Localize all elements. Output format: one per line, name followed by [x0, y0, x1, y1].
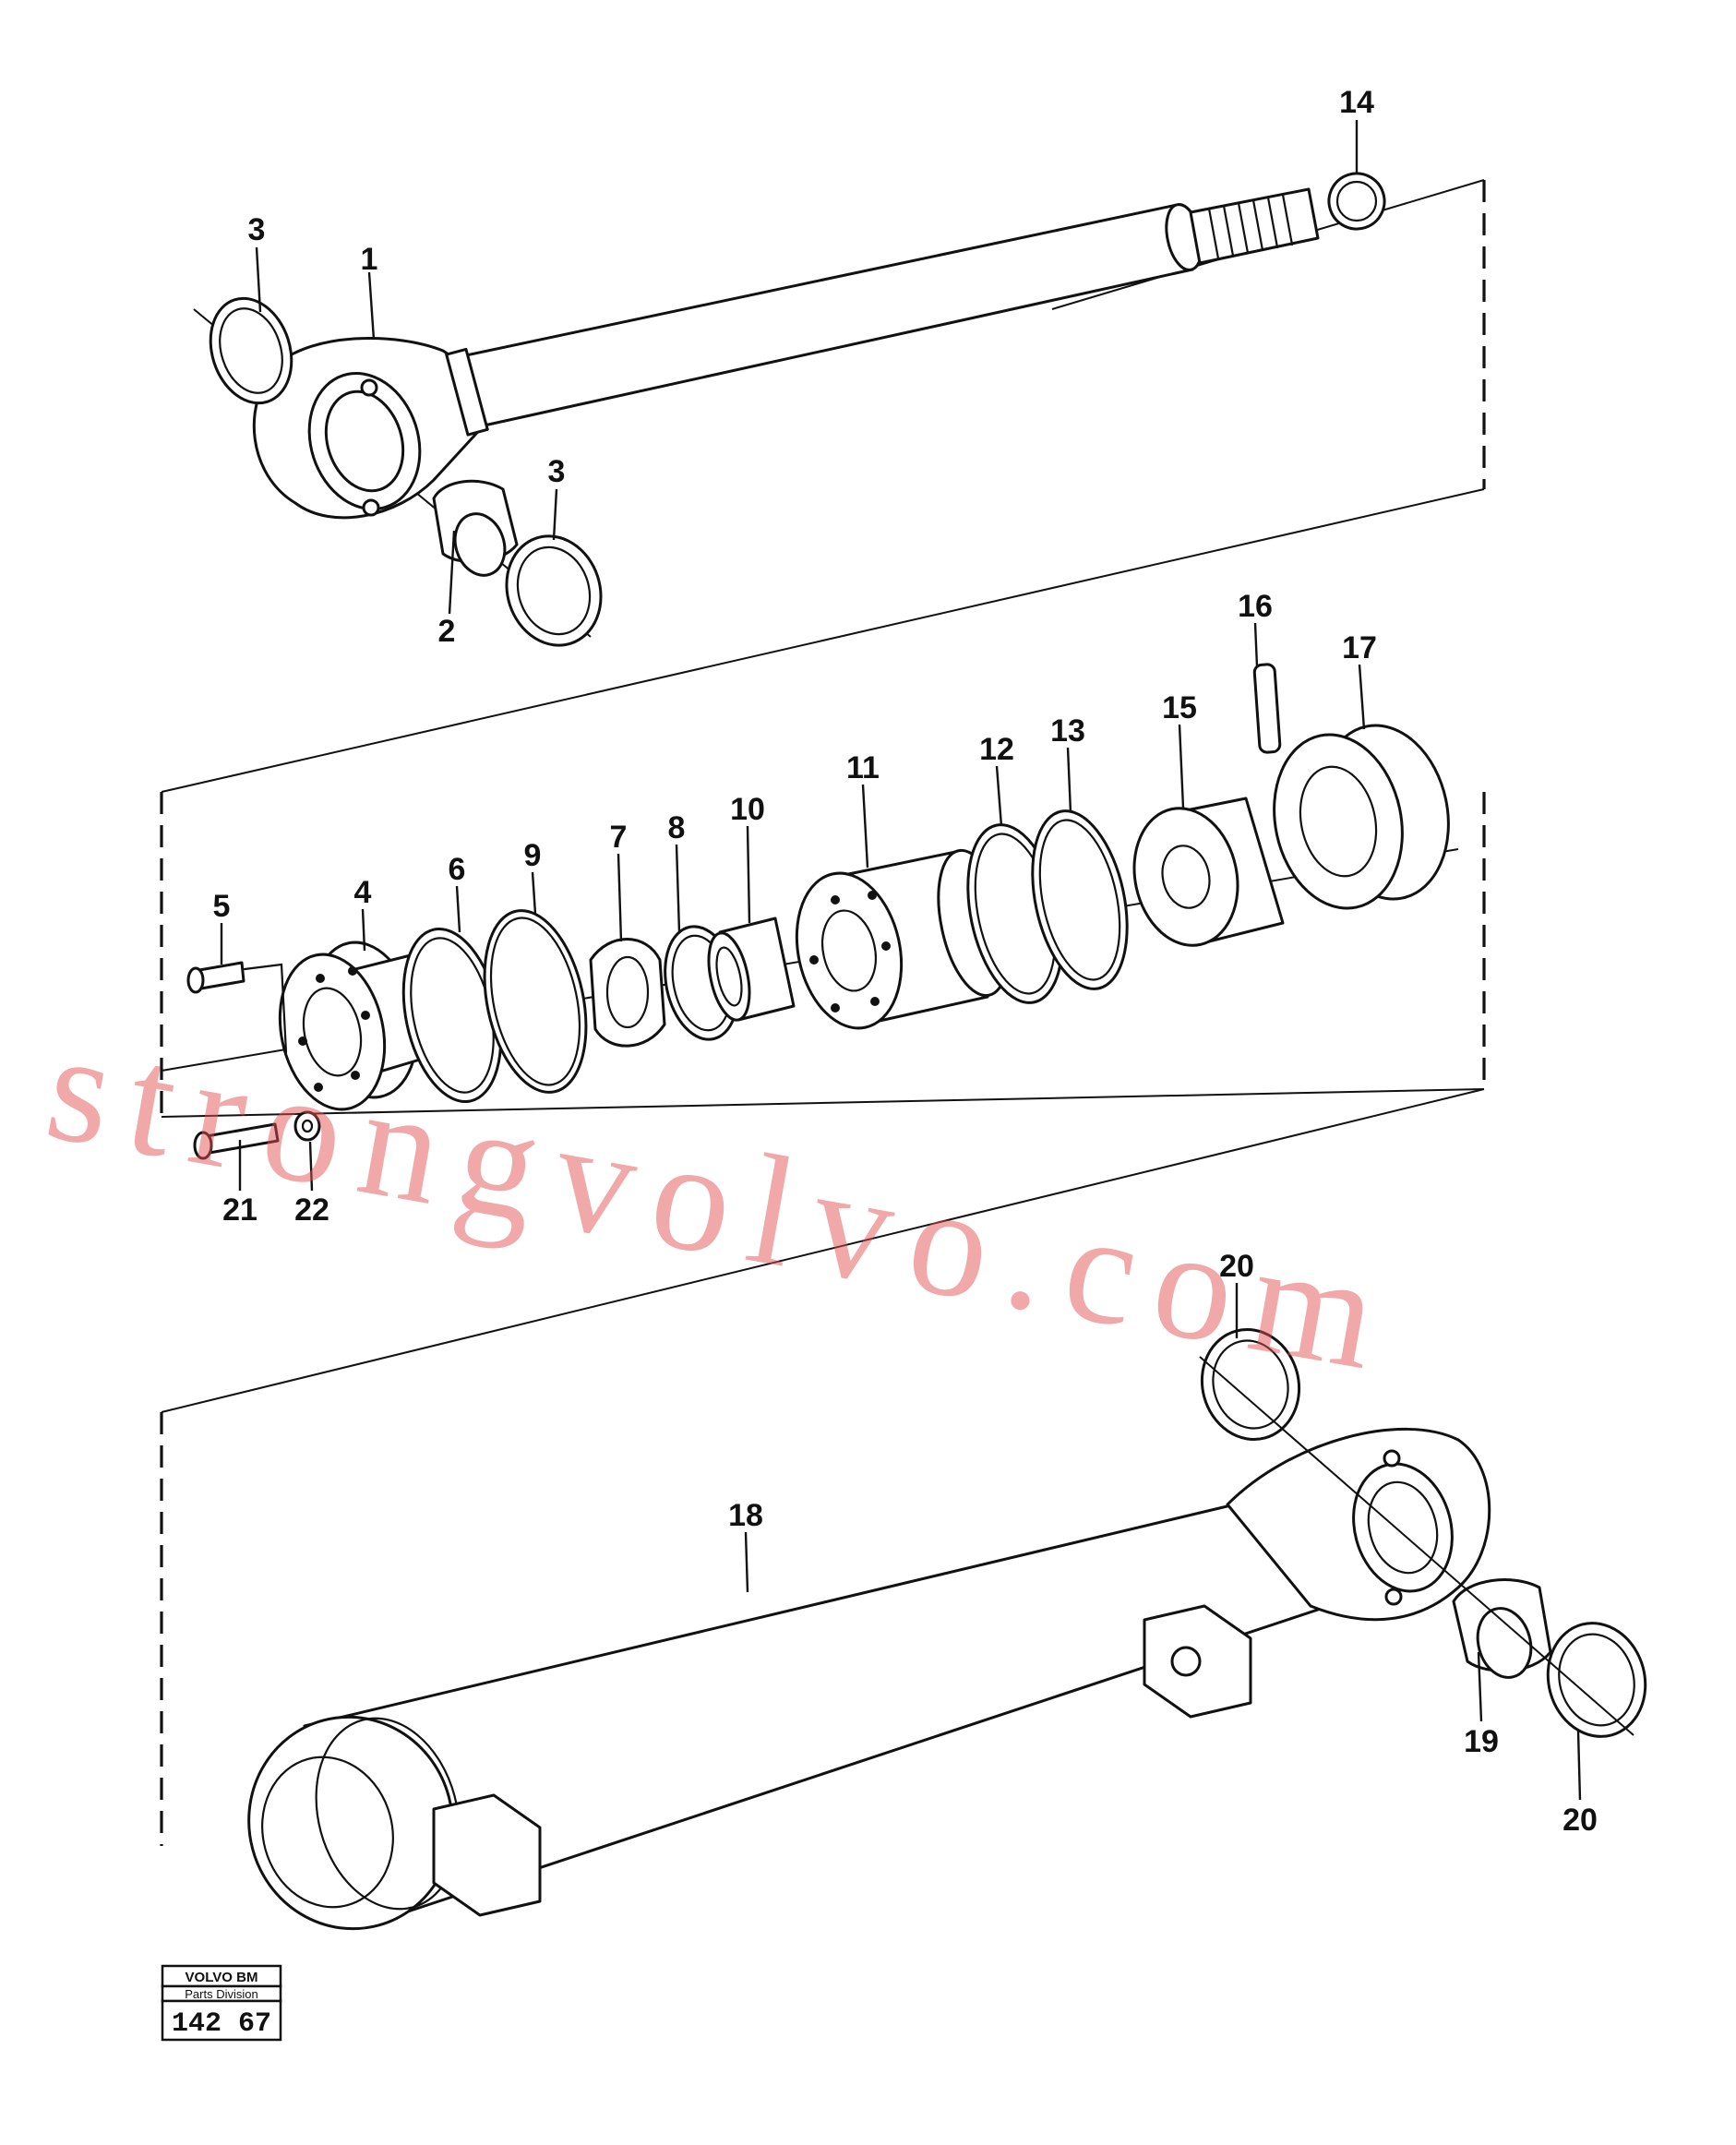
callout-14: 14 [1339, 85, 1374, 120]
callout-11: 11 [846, 750, 880, 785]
section-frames [160, 179, 1486, 1846]
port-block-lower [432, 1793, 542, 1917]
stamp-brand: VOLVO BM [186, 1970, 258, 1985]
bolt-21-head [193, 1131, 213, 1160]
piston-rod [464, 203, 1194, 428]
frame-middle-bottom [161, 1088, 1485, 1118]
bolt-5-head [186, 966, 205, 994]
callout-9: 9 [524, 838, 542, 873]
callout-7: 7 [610, 820, 628, 855]
grease-nipple-lower [362, 498, 380, 517]
callout-21: 21 [222, 1192, 257, 1228]
rod-eye-inner [324, 389, 405, 493]
callout-18: 18 [728, 1498, 763, 1533]
callout-17: 17 [1342, 630, 1377, 665]
backup-ring-9 [483, 909, 588, 1094]
callout-2: 2 [438, 614, 456, 649]
cylinder-head-face [278, 953, 387, 1111]
callout-3-a: 3 [248, 212, 266, 247]
callout-19: 19 [1464, 1724, 1499, 1759]
callout-16: 16 [1238, 589, 1273, 624]
callout-12: 12 [979, 732, 1014, 767]
circlip-20-bottom [1546, 1622, 1647, 1738]
bushing-2-bore [453, 512, 507, 577]
thread-lines [1207, 193, 1294, 260]
cylinder-eye-bore [1352, 1462, 1454, 1593]
washer-22 [293, 1110, 321, 1142]
callout-13: 13 [1050, 713, 1085, 749]
leader-lines [220, 120, 1582, 1801]
port-hole [1170, 1646, 1202, 1677]
callout-10: 10 [730, 792, 765, 827]
callout-20-a: 20 [1219, 1249, 1254, 1284]
watermark: strongvolvo.com [36, 998, 1409, 1406]
grease-nipple [360, 378, 378, 397]
base-eye-axis [1199, 1356, 1634, 1736]
rod-collar [445, 347, 489, 437]
lock-pin-16 [1252, 663, 1282, 754]
callout-15: 15 [1162, 690, 1197, 725]
cylinder-tube-group [247, 1328, 1647, 1931]
volvo-stamp: VOLVO BM Parts Division 142 67 [161, 1964, 282, 2042]
callout-1: 1 [361, 242, 378, 277]
piston-face [795, 871, 904, 1030]
tube-open-end [247, 1715, 454, 1931]
callout-4: 4 [354, 875, 372, 910]
piston-parts-group [161, 663, 1459, 1160]
callout-6: 6 [449, 852, 466, 887]
frame-lower-top [161, 1088, 1485, 1413]
callout-8: 8 [668, 810, 686, 845]
stamp-division: Parts Division [185, 1987, 257, 2001]
frame-upper-bottom [161, 488, 1485, 793]
piston-rod-group [193, 172, 1386, 647]
callout-labels: 1 2 3 3 4 5 6 7 8 9 10 11 12 13 14 15 16… [213, 85, 1598, 1838]
circlip-3-right [505, 534, 603, 647]
bolt-5-leader [243, 963, 288, 1054]
callout-3-b: 3 [548, 454, 566, 489]
callout-20-b: 20 [1562, 1803, 1598, 1838]
seal-7 [589, 938, 666, 1048]
stamp-number: 142 67 [172, 2008, 271, 2040]
callout-22: 22 [294, 1192, 329, 1228]
callout-5: 5 [213, 889, 231, 924]
